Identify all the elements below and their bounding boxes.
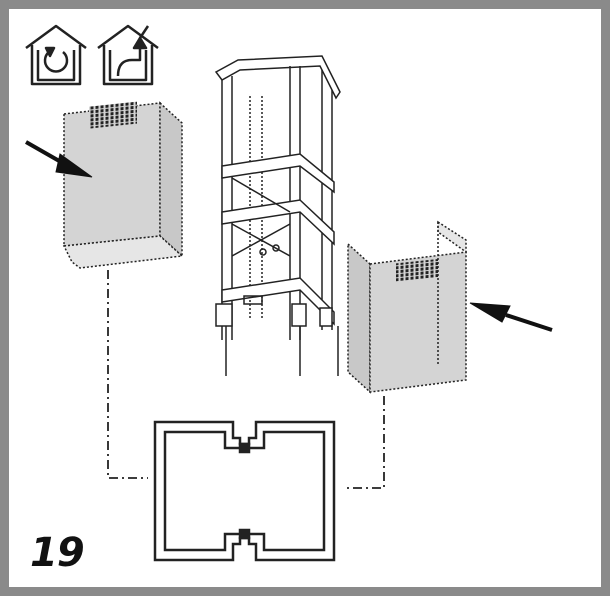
chimney-support-frame [214, 55, 341, 376]
left-insert-arrow [25, 140, 93, 178]
recirculation-mode-icon [25, 24, 87, 86]
left-chimney-panel [62, 101, 184, 269]
extraction-mode-icon [97, 24, 159, 86]
vent-grille [396, 258, 438, 282]
vent-grille [89, 101, 137, 129]
alignment-guide-lines [107, 270, 385, 489]
panel-cross-section [153, 420, 336, 562]
step-number: 19 [30, 530, 85, 576]
right-chimney-panel [347, 220, 467, 394]
right-insert-arrow [469, 302, 553, 332]
